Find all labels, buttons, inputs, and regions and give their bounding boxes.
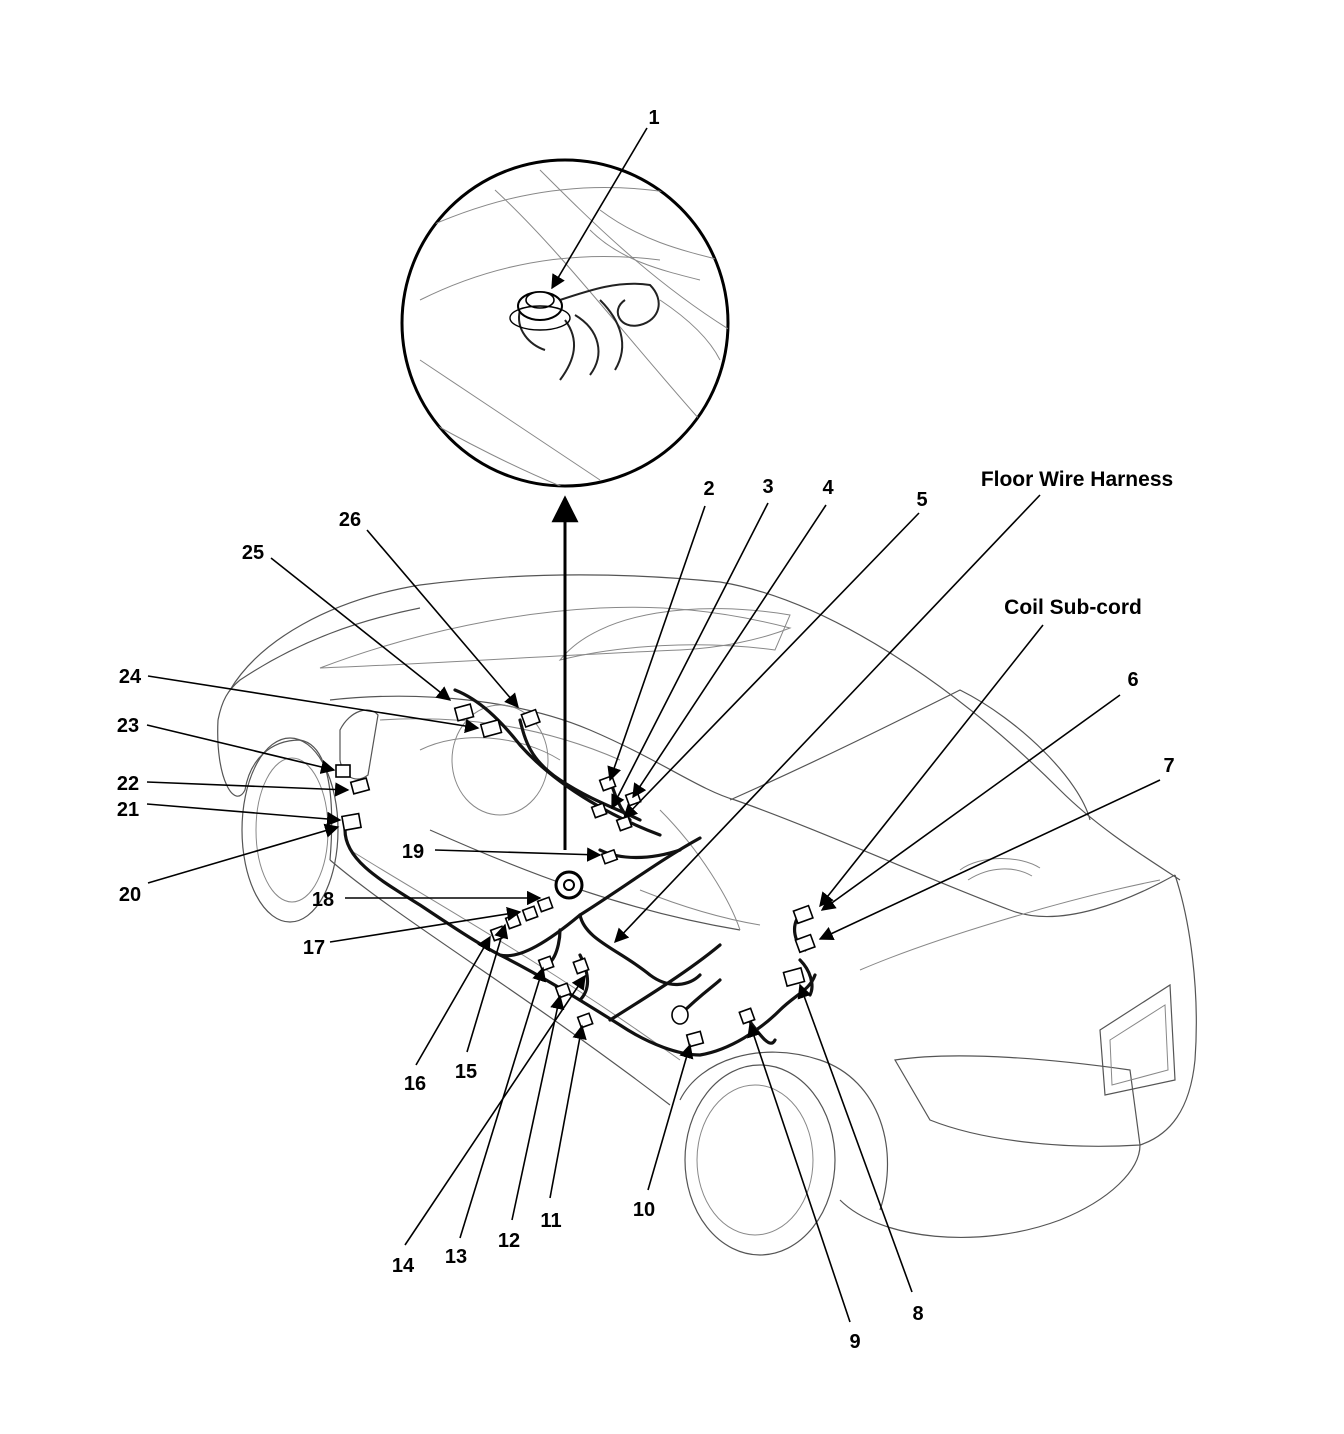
callout-3: 3 (762, 476, 773, 498)
callout-13: 13 (445, 1246, 467, 1268)
callout-12: 12 (498, 1230, 520, 1252)
callout-9: 9 (849, 1331, 860, 1353)
callout-1: 1 (648, 107, 659, 129)
callout-19: 19 (402, 841, 424, 863)
floor-grommet (554, 870, 584, 900)
label-coil-sub-cord: Coil Sub-cord (1004, 596, 1142, 619)
callout-8: 8 (912, 1303, 923, 1325)
callout-24: 24 (119, 666, 142, 688)
callout-14: 14 (392, 1255, 415, 1277)
callout-numbers: 1 2 3 4 5 6 7 8 9 10 11 12 13 14 15 16 1… (117, 107, 1175, 1353)
callout-18: 18 (312, 889, 334, 911)
callout-25: 25 (242, 542, 264, 564)
callout-22: 22 (117, 773, 139, 795)
callout-23: 23 (117, 715, 139, 737)
detail-magnifier (400, 158, 730, 488)
callout-2: 2 (703, 478, 714, 500)
callout-6: 6 (1127, 669, 1138, 691)
callout-15: 15 (455, 1061, 477, 1083)
callout-5: 5 (916, 489, 927, 511)
callout-7: 7 (1163, 755, 1174, 777)
callout-20: 20 (119, 884, 141, 906)
callout-16: 16 (404, 1073, 426, 1095)
callout-11: 11 (540, 1210, 561, 1232)
callout-10: 10 (633, 1199, 655, 1221)
callout-4: 4 (822, 477, 834, 499)
label-floor-wire-harness: Floor Wire Harness (981, 468, 1173, 491)
car-body-outline (217, 574, 1197, 1256)
callout-21: 21 (117, 799, 139, 821)
leader-lines (146, 127, 1161, 1323)
callout-26: 26 (339, 509, 361, 531)
callout-17: 17 (303, 937, 325, 959)
